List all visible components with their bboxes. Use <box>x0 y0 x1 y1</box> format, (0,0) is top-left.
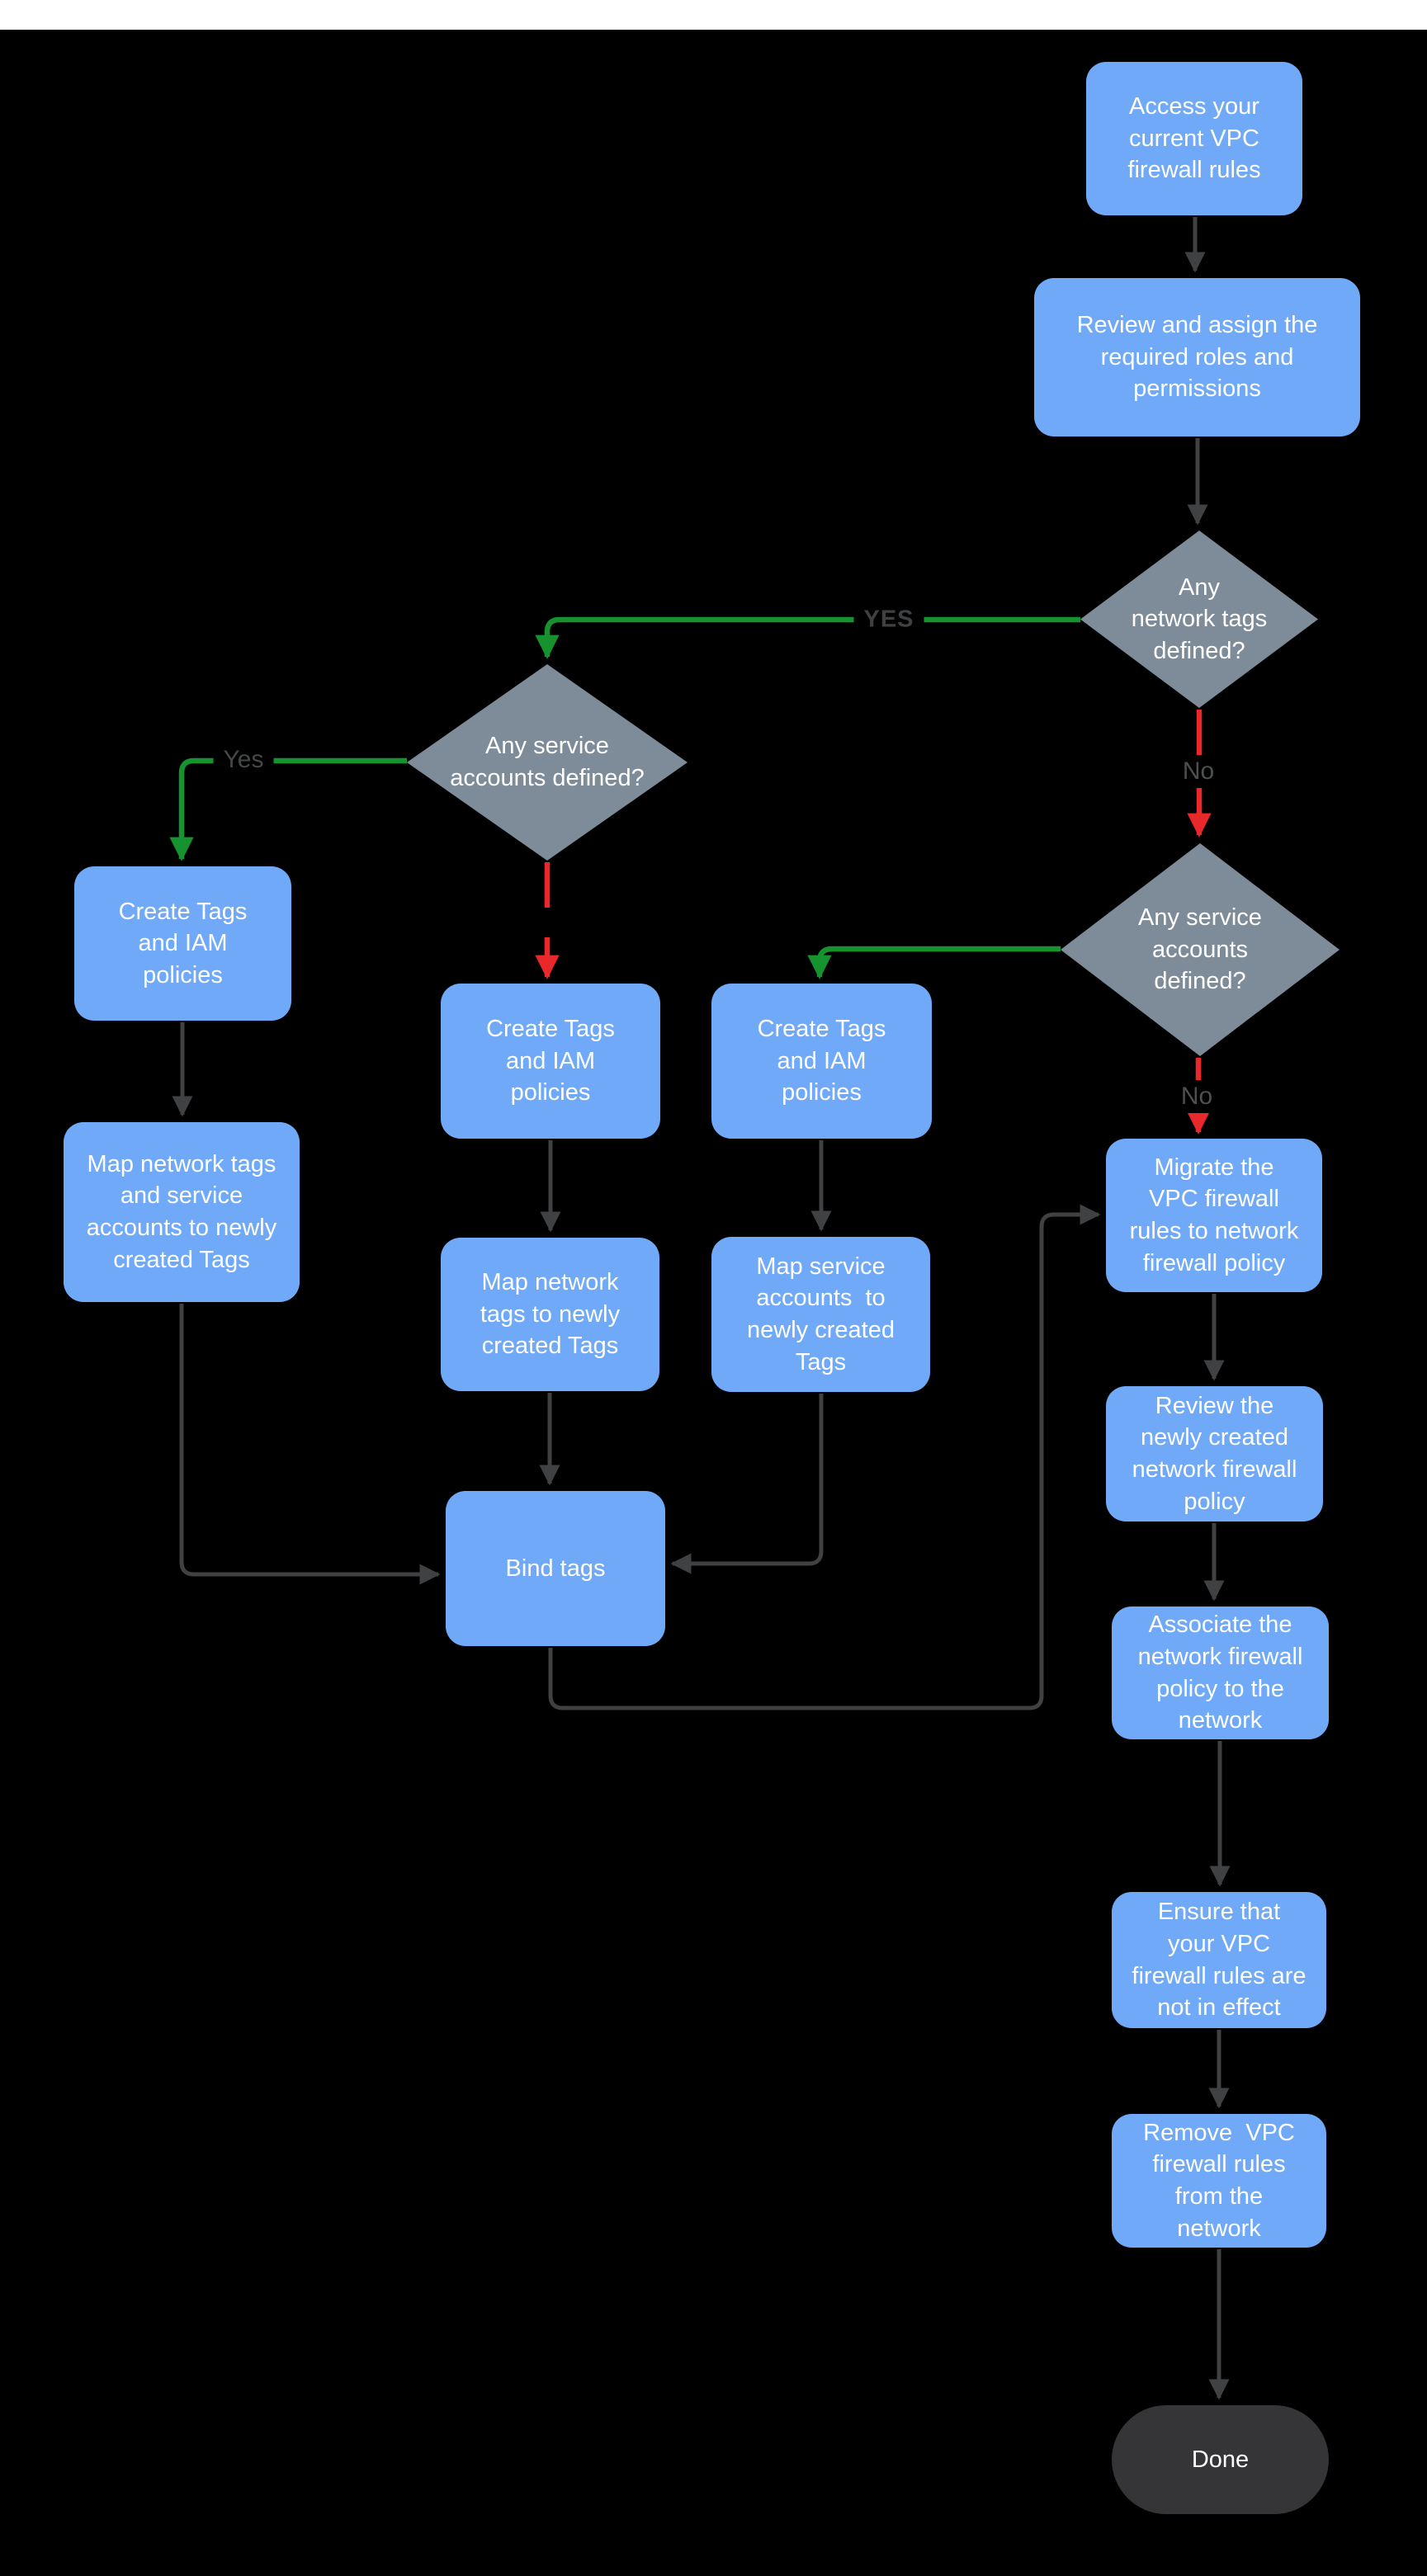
flow-node-remove-vpc-rules: Remove VPC firewall rules from the netwo… <box>1112 2114 1326 2248</box>
flow-node-ensure-not-in-effect: Ensure that your VPC firewall rules are … <box>1112 1892 1326 2028</box>
node-label: Any service accounts defined? <box>1138 904 1262 995</box>
node-label: Map network tags to newly created Tags <box>480 1269 621 1360</box>
edge-label-no-network-tags: No <box>1172 755 1225 788</box>
node-label: Ensure that your VPC firewall rules are … <box>1132 1899 1307 2022</box>
edge-network-tags-yes <box>535 616 1080 659</box>
node-label: Map network tags and service accounts to… <box>86 1150 277 1273</box>
flow-node-create-tags-left: Create Tags and IAM policies <box>74 866 291 1021</box>
flow-node-create-tags-mid: Create Tags and IAM policies <box>441 984 660 1139</box>
edge-map-service-to-bind-tags <box>670 1394 824 1574</box>
node-label: Associate the network firewall policy to… <box>1137 1611 1303 1734</box>
flow-node-done: Done <box>1112 2405 1329 2514</box>
flow-node-review-policy: Review the newly created network firewal… <box>1106 1386 1323 1522</box>
node-label: Remove VPC firewall rules from the netwo… <box>1143 2119 1295 2242</box>
flow-node-map-tags-and-service-accounts: Map network tags and service accounts to… <box>64 1122 300 1302</box>
node-label: Map service accounts to newly created Ta… <box>747 1253 895 1375</box>
edge-label-yes-upper: YES <box>853 603 924 636</box>
edge-label-no-service-accounts: No <box>1170 1080 1223 1113</box>
node-label: Any network tags defined? <box>1131 573 1268 664</box>
flow-node-create-tags-right: Create Tags and IAM policies <box>711 984 932 1139</box>
edge-map-left-to-bind-tags <box>179 1304 441 1585</box>
edge-label-yes-left: Yes <box>213 743 274 776</box>
flow-node-map-service-accounts: Map service accounts to newly created Ta… <box>711 1237 930 1392</box>
node-label: Create Tags and IAM policies <box>757 1016 886 1106</box>
node-label: Review and assign the required roles and… <box>1076 312 1318 403</box>
flow-node-bind-tags: Bind tags <box>446 1491 665 1646</box>
flow-node-review-roles: Review and assign the required roles and… <box>1034 278 1360 436</box>
flow-node-map-network-tags: Map network tags to newly created Tags <box>441 1238 659 1391</box>
node-label: Done <box>1191 2446 1250 2473</box>
flow-node-migrate-rules: Migrate the VPC firewall rules to networ… <box>1106 1139 1322 1292</box>
flow-node-associate-policy: Associate the network firewall policy to… <box>1112 1606 1329 1739</box>
flow-node-access-vpc-rules: Access your current VPC firewall rules <box>1086 62 1302 215</box>
node-label: Any service accounts defined? <box>450 733 645 791</box>
node-label: Create Tags and IAM policies <box>486 1016 615 1106</box>
edge-service-right-yes <box>807 946 1061 979</box>
edge-service-left-yes <box>169 757 407 861</box>
edge-bind-tags-to-migrate <box>548 1204 1101 1710</box>
node-label: Review the newly created network firewal… <box>1132 1392 1297 1515</box>
node-label: Bind tags <box>505 1555 606 1582</box>
node-label: Migrate the VPC firewall rules to networ… <box>1129 1154 1299 1276</box>
node-label: Create Tags and IAM policies <box>118 898 248 988</box>
node-label: Access your current VPC firewall rules <box>1127 93 1261 184</box>
page-top-strip <box>0 0 1427 30</box>
